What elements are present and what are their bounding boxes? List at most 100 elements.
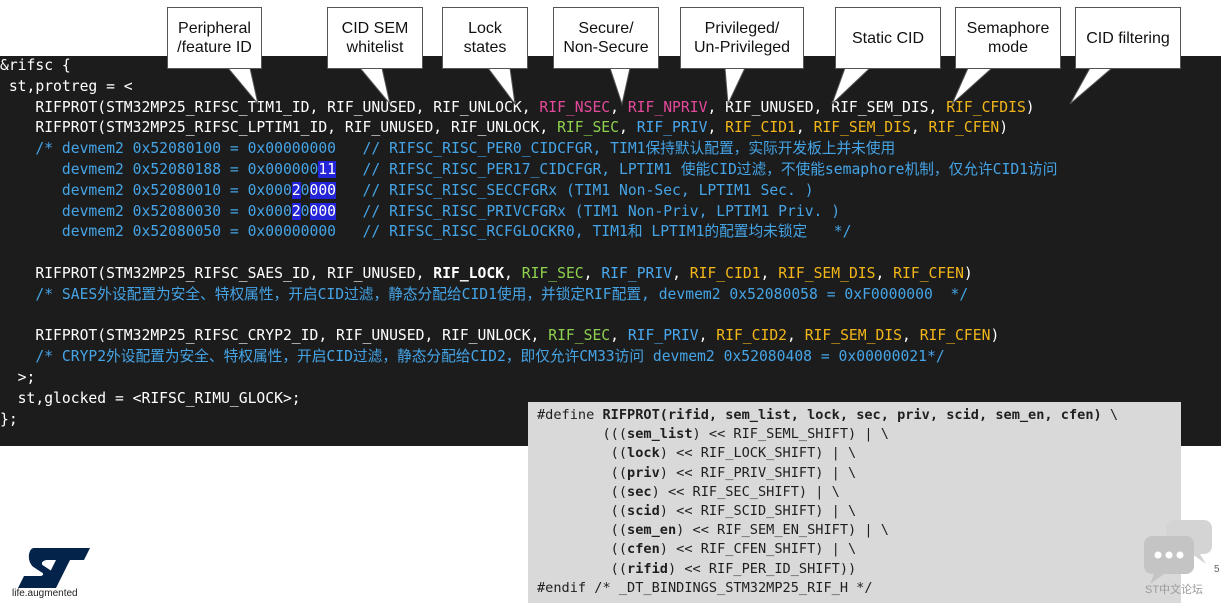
code-panel: &rifsc { st,protreg = < RIFPROT(STM32MP2… (0, 56, 1221, 446)
macro-line: ((lock) << RIF_LOCK_SHIFT) | \ (537, 444, 1118, 463)
code-token: , (504, 264, 522, 282)
macro-token: RIFPROT(rifid, sem_list, lock, sec, priv… (602, 407, 1102, 423)
code-token: RIF_SEM_DIS (778, 264, 876, 282)
code-token: RIF_SEC (557, 119, 619, 137)
code-token: ) (999, 119, 1009, 137)
macro-line: ((cfen) << RIF_CFEN_SHIFT) | \ (537, 540, 1118, 559)
code-token: RIF_PRIV (636, 119, 708, 137)
macro-token: ) << RIF_PRIV_SHIFT) | \ (659, 464, 857, 481)
code-token: RIF_CFEN (919, 327, 991, 345)
code-token: RIFPROT(STM32MP25_RIFSC_LPTIM1_ID, RIF_U… (0, 119, 558, 137)
code-line: RIFPROT(STM32MP25_RIFSC_LPTIM1_ID, RIF_U… (0, 118, 1057, 139)
code-token: RIF_NSEC (539, 98, 611, 116)
code-line: devmem2 0x52080030 = 0x00020000 // RIFSC… (0, 202, 1057, 223)
code-token: RIF_PRIV (601, 264, 673, 282)
code-token: , (760, 264, 779, 282)
macro-line: ((scid) << RIF_SCID_SHIFT) | \ (537, 502, 1118, 521)
macro-line: ((sem_en) << RIF_SEM_EN_SHIFT) | \ (537, 521, 1118, 540)
code-token: RIF_SEM_DIS (813, 119, 911, 137)
macro-token: #define (537, 407, 603, 423)
callout-semaphore-mode: Semaphore mode (955, 7, 1061, 69)
code-token: RIF_PRIV (627, 327, 699, 345)
code-token: 2 (291, 202, 301, 220)
code-token: // RIFSC_RISC_SECCFGRx (TIM1 Non-Sec, LP… (336, 181, 814, 199)
macro-token: (( (537, 560, 628, 577)
macro-token: scid (627, 502, 660, 519)
code-token: 0 (300, 181, 310, 199)
macro-token: (( (537, 522, 628, 539)
code-line: /* SAES外设配置为安全、特权属性，开启CID过滤，静态分配给CID1使用，… (0, 285, 1057, 306)
code-token: RIFPROT(STM32MP25_RIFSC_CRYP2_ID, RIF_UN… (0, 327, 549, 345)
code-token: // RIFSC_RISC_PRIVCFGRx (TIM1 Non-Priv, … (336, 202, 841, 220)
macro-token: sem_en (627, 522, 677, 539)
callout-cid-filtering: CID filtering (1075, 7, 1181, 69)
code-token: 11 (318, 160, 337, 178)
macro-token: rifid (627, 560, 668, 577)
macro-token: (( (537, 445, 628, 462)
macro-token: ) << RIF_CFEN_SHIFT) | \ (659, 541, 857, 558)
code-token: , (787, 327, 805, 345)
code-line (0, 306, 1057, 327)
macro-token: sem_list (627, 426, 693, 443)
callout-lock-states: Lock states (442, 7, 528, 69)
code-token: , (910, 119, 929, 137)
code-line: devmem2 0x52080010 = 0x00020000 // RIFSC… (0, 181, 1057, 202)
code-token: , (698, 327, 717, 345)
code-token: 0 (300, 202, 310, 220)
code-line: &rifsc { (0, 56, 1057, 77)
macro-token: ) << RIF_SEML_SHIFT) | \ (692, 426, 889, 443)
code-token: ) (990, 327, 1000, 345)
code-token: /* SAES外设配置为安全、特权属性，开启CID过滤，静态分配给CID1使用，… (0, 285, 969, 303)
watermark-label: ST中文论坛 (1145, 584, 1204, 596)
code-token: RIF_SEM_DIS (804, 327, 902, 345)
macro-token: (( (537, 483, 628, 500)
code-token: // RIFSC_RISC_PER17_CIDCFGR, LPTIM1 使能CI… (336, 160, 1058, 178)
code-token: , (610, 327, 628, 345)
macro-line: #endif /* _DT_BINDINGS_STM32MP25_RIF_H *… (537, 579, 1118, 598)
callout-peripheral-id: Peripheral /feature ID (167, 7, 262, 69)
macro-token: ) << RIF_SEC_SHIFT) | \ (651, 483, 840, 500)
macro-line: #define RIFPROT(rifid, sem_list, lock, s… (537, 406, 1118, 425)
macro-line: ((sec) << RIF_SEC_SHIFT) | \ (537, 483, 1118, 502)
rifprot-macro-code: #define RIFPROT(rifid, sem_list, lock, s… (537, 406, 1118, 598)
code-token: , RIF_UNUSED, RIF_SEM_DIS, (707, 98, 947, 116)
chat-bubbles-icon (1144, 520, 1212, 584)
code-token: >; (0, 368, 36, 386)
macro-token: #endif /* _DT_BINDINGS_STM32MP25_RIF_H *… (537, 579, 873, 596)
macro-token: cfen (627, 541, 660, 558)
macro-token: \ (1101, 407, 1119, 423)
macro-line: (((sem_list) << RIF_SEML_SHIFT) | \ (537, 425, 1118, 444)
callout-static-cid: Static CID (835, 7, 941, 69)
logo-tagline: life.augmented (12, 588, 78, 599)
st-logo-icon (18, 548, 90, 588)
macro-token: ) << RIF_SEM_EN_SHIFT) | \ (676, 522, 889, 539)
code-token: RIF_SEC (521, 264, 584, 282)
device-tree-code: &rifsc { st,protreg = < RIFPROT(STM32MP2… (0, 56, 1057, 430)
code-token: /* CRYP2外设配置为安全、特权属性，开启CID过滤，静态分配给CID2，即… (0, 348, 945, 366)
code-token: , (583, 264, 602, 282)
code-token: /* devmem2 0x52080100 = 0x00000000 // RI… (0, 140, 896, 158)
code-line (0, 243, 1057, 264)
macro-token: (( (537, 464, 628, 481)
code-token: st,glocked = <RIFSC_RIMU_GLOCK>; (0, 389, 301, 407)
code-token: , (707, 119, 726, 137)
macro-token: ((( (537, 426, 628, 443)
code-token: , (619, 119, 637, 137)
code-token: devmem2 0x52080050 = 0x00000000 // RIFSC… (0, 223, 852, 241)
code-token: , (610, 98, 628, 116)
code-token: RIF_CFDIS (946, 98, 1026, 116)
code-token: RIF_CFEN (928, 119, 1000, 137)
code-line: /* devmem2 0x52080100 = 0x00000000 // RI… (0, 139, 1057, 160)
callout-privileged: Privileged/ Un-Privileged (680, 7, 804, 69)
define-macro-panel: #define RIFPROT(rifid, sem_list, lock, s… (528, 402, 1181, 603)
code-token: 2 (291, 181, 301, 199)
code-token: 000 (309, 181, 337, 199)
code-token: RIF_SEC (548, 327, 611, 345)
code-line: >; (0, 368, 1057, 389)
code-token: ) (963, 264, 973, 282)
code-token: , (902, 327, 920, 345)
code-token: st,protreg = < (0, 77, 133, 95)
macro-token: sec (627, 483, 652, 500)
macro-token: ) << RIF_LOCK_SHIFT) | \ (659, 445, 857, 462)
code-token: RIF_NPRIV (627, 98, 708, 116)
